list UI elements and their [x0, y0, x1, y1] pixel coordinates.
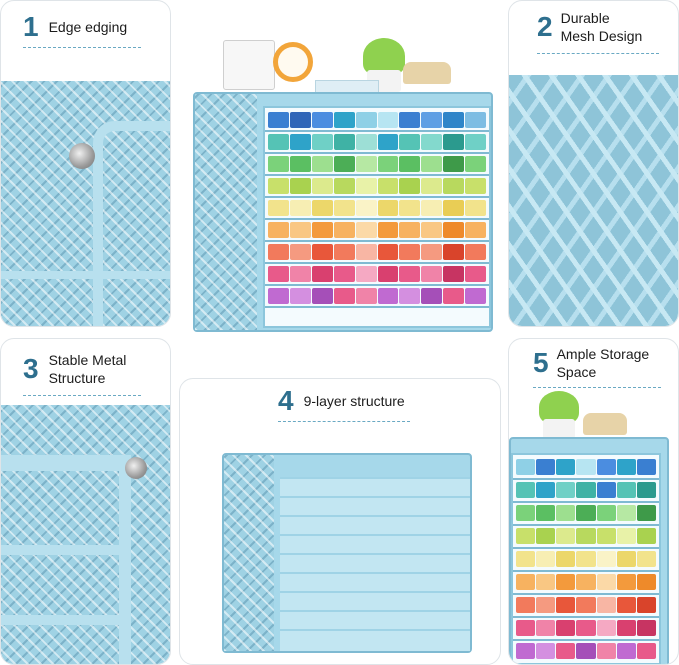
divider: [23, 395, 141, 396]
feature-caption: 3 Stable Metal Structure: [23, 351, 126, 387]
marker-organizer: [193, 92, 493, 332]
feature-number: 3: [23, 353, 39, 384]
feature-caption: 5 Ample Storage Space: [533, 345, 649, 381]
stapler: [583, 413, 627, 435]
feature-label: 9-layer structure: [303, 393, 405, 409]
divider: [533, 387, 661, 388]
edge-closeup-photo: [1, 81, 170, 326]
desk-calendar: [223, 40, 275, 90]
empty-organizer-9-trays: [222, 453, 472, 653]
feature-number: 4: [278, 385, 294, 416]
divider: [23, 47, 141, 48]
feature-card-ample-storage-space: 5 Ample Storage Space: [508, 338, 679, 665]
plant-pot: [363, 38, 405, 74]
screw-icon: [69, 143, 95, 169]
feature-label: Edge edging: [48, 19, 128, 35]
feature-caption: 2 Durable Mesh Design: [537, 9, 642, 45]
feature-card-durable-mesh-design: 2 Durable Mesh Design: [508, 0, 679, 327]
feature-label: Ample Storage Space: [556, 346, 650, 380]
feature-label: Durable Mesh Design: [560, 10, 643, 44]
feature-card-stable-metal-structure: 3 Stable Metal Structure: [0, 338, 171, 665]
mesh-closeup-photo: [509, 75, 678, 326]
screw-icon: [125, 457, 147, 479]
feature-number: 2: [537, 11, 553, 42]
storage-with-markers-photo: [509, 391, 678, 664]
structure-closeup-photo: [1, 405, 170, 664]
feature-caption: 1 Edge edging: [23, 13, 127, 41]
feature-number: 5: [533, 347, 549, 378]
feature-number: 1: [23, 11, 39, 42]
alarm-clock: [273, 42, 313, 82]
divider: [278, 421, 410, 422]
feature-card-9-layer-structure: 4 9-layer structure: [179, 378, 501, 665]
divider: [537, 53, 659, 54]
stapler: [403, 62, 451, 84]
feature-card-edge-edging: 1 Edge edging: [0, 0, 171, 327]
feature-caption: 4 9-layer structure: [278, 387, 405, 415]
plant-pot: [539, 391, 579, 423]
feature-label: Stable Metal Structure: [48, 352, 127, 386]
organizer-with-markers-photo: [185, 30, 495, 335]
